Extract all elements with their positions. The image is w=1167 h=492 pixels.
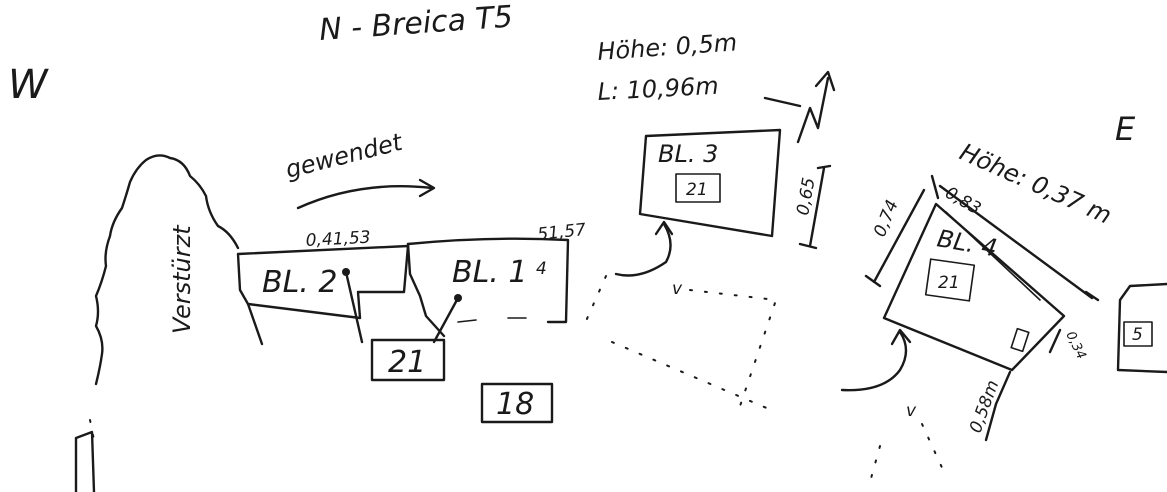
block-1-label: BL. 1: [452, 255, 527, 290]
height-note: Höhe: 0,5m: [596, 28, 738, 66]
bl4-right-measure: 0,34: [1062, 329, 1088, 362]
rotation-arrow-icon-2: [840, 328, 912, 392]
dotted-trace-1: [581, 275, 607, 331]
bl1-corner-measure: 51,57: [536, 220, 587, 245]
bl4-dimensions: 0,83 Höhe: 0,37 m 0,74 0,34 0,58m: [864, 138, 1116, 442]
block-3-label: BL. 3: [658, 140, 718, 168]
west-label: W: [8, 62, 49, 108]
collapsed-note: Verstürzt: [168, 224, 196, 334]
block-2-label: BL. 2: [262, 265, 337, 300]
bl4-left-measure: 0,74: [870, 197, 903, 240]
bl2-top-measure: 0,41,53: [305, 228, 371, 251]
connector-lines: [342, 268, 462, 344]
direction-note: gewendet: [283, 127, 407, 183]
rotation-mark-2: v: [906, 401, 917, 421]
north-arrow-icon: [796, 70, 836, 144]
block-5: 5: [1116, 282, 1167, 374]
collapsed-boundary: [94, 154, 240, 386]
direction-arrow-icon: [296, 178, 436, 210]
block-4-label: BL. 4: [935, 224, 999, 262]
box-18-label: 18: [496, 387, 534, 422]
dotted-trace-2: [611, 341, 777, 413]
rotation-mark: v: [672, 279, 683, 299]
dotted-trace-5: [869, 445, 881, 483]
east-label: E: [1115, 110, 1136, 148]
length-leader-line: [763, 96, 802, 108]
dotted-trace-4: [921, 423, 945, 473]
length-note: L: 10,96m: [597, 72, 719, 106]
box-21-lower-label: 21: [388, 345, 426, 380]
block-1-mark: 4: [536, 259, 547, 279]
block-4: BL. 4 21: [882, 202, 1066, 372]
bl3-side-dimension: 0,65: [793, 164, 832, 250]
box-21-lower: 21: [370, 338, 446, 382]
box-18: 18: [480, 382, 554, 424]
block-1: BL. 1 4 51,57: [406, 220, 587, 338]
dotted-trace-3: [689, 289, 778, 413]
block-5-code: 5: [1132, 325, 1143, 345]
rotation-arrow-icon: [614, 220, 674, 277]
block-2: BL. 2 0,41,53: [236, 228, 410, 346]
partial-stone: [74, 430, 96, 492]
block-3: BL. 3 21: [638, 128, 782, 238]
bl4-bottom-measure: 0,58m: [966, 378, 1003, 436]
block-3-code: 21: [686, 180, 708, 200]
sketch-title: N - Breica T5: [318, 0, 514, 48]
block-4-code: 21: [938, 273, 960, 293]
